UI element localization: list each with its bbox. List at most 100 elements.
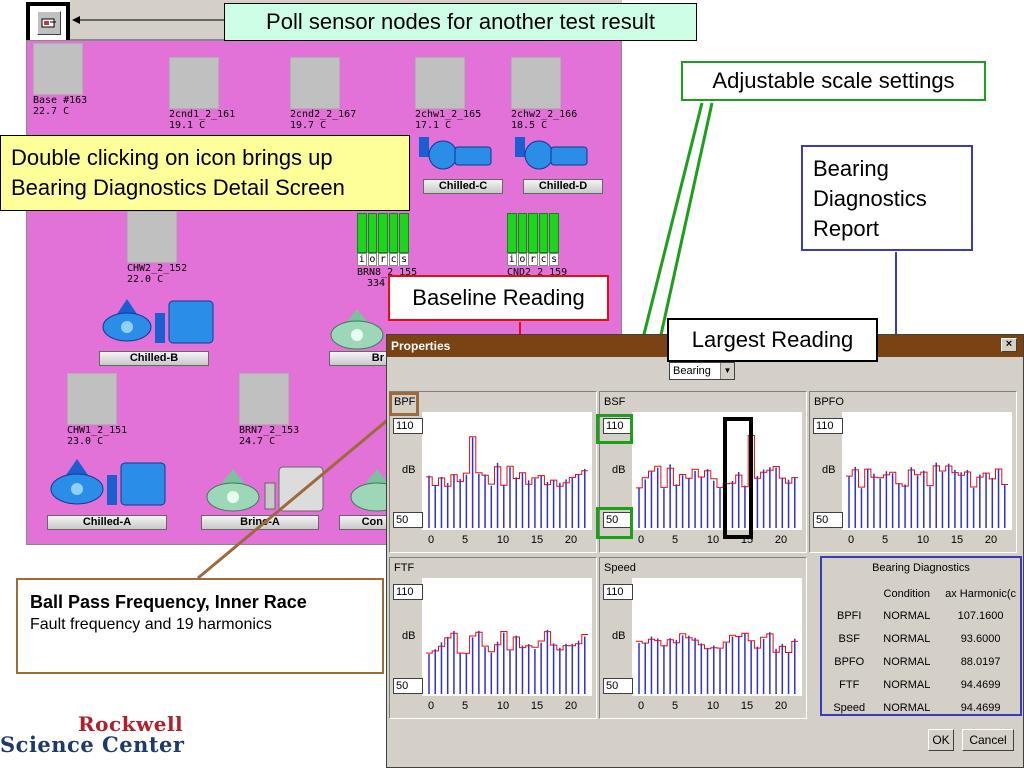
callout-bpfi: Ball Pass Frequency, Inner Race Fault fr… xyxy=(16,578,384,674)
y-min-input[interactable]: 50 xyxy=(393,678,423,694)
chevron-down-icon[interactable]: ▼ xyxy=(720,363,734,379)
callout-baseline: Baseline Reading xyxy=(388,275,609,321)
node-name: 2chw1_2_165 xyxy=(415,109,482,120)
ok-button[interactable]: OK xyxy=(928,729,954,751)
y-axis-label: dB xyxy=(612,464,626,476)
x-tick-label: 10 xyxy=(706,700,720,712)
node-icon[interactable] xyxy=(169,57,219,109)
node-temperature: 22.7 C xyxy=(33,106,70,117)
equipment-label: Chilled-D xyxy=(523,179,603,194)
view-select[interactable]: Bearing ▼ xyxy=(669,362,735,380)
panel-title: BPFO xyxy=(814,396,844,408)
node-icon[interactable] xyxy=(511,57,561,109)
x-tick-label: 20 xyxy=(564,700,578,712)
spectrum-plot xyxy=(842,412,1012,530)
bpfi-highlight xyxy=(389,392,419,416)
sensor-node[interactable]: BRN7_2_153 24.7 C xyxy=(239,373,299,447)
equipment-label: Chilled-C xyxy=(423,179,503,194)
node-name: CHW1_2_151 xyxy=(67,425,128,436)
y-axis-label: dB xyxy=(822,464,836,476)
spectrum-plot xyxy=(632,412,802,530)
node-icon[interactable] xyxy=(290,57,340,109)
report-header: ax Harmonic(c xyxy=(945,588,1017,600)
x-tick-label: 0 xyxy=(637,700,645,712)
y-max-input[interactable]: 110 xyxy=(813,418,843,434)
y-min-input[interactable]: 50 xyxy=(813,512,843,528)
logo-line-1: Rockwell xyxy=(78,712,184,736)
node-temperature: 23.0 C xyxy=(67,436,104,447)
node-temperature: 334 xyxy=(367,278,386,289)
callout-bearing-report: Bearing Diagnostics Report xyxy=(801,145,973,251)
x-tick-label: 20 xyxy=(774,534,788,546)
equipment-label: Chilled-B xyxy=(99,351,209,366)
node-icon[interactable] xyxy=(67,373,117,425)
baseline-trace xyxy=(846,465,1008,488)
node-name: BRN7_2_153 xyxy=(239,425,300,436)
x-tick-label: 15 xyxy=(950,534,964,546)
node-temperature: 19.7 C xyxy=(290,120,327,131)
y-max-input[interactable]: 110 xyxy=(393,584,423,600)
x-tick-label: 20 xyxy=(774,700,788,712)
pump-icon[interactable] xyxy=(45,453,175,515)
x-tick-label: 10 xyxy=(706,534,720,546)
spectrum-plot xyxy=(632,578,802,696)
sensor-node[interactable]: 2chw2_2_166 18.5 C xyxy=(511,57,577,131)
rockwell-logo: Rockwell Science Center xyxy=(0,712,210,760)
pump-icon[interactable] xyxy=(415,133,595,195)
spectrum-chart xyxy=(846,462,1008,528)
x-tick-label: 10 xyxy=(916,534,930,546)
node-name: CND2_2_159 xyxy=(507,267,568,278)
node-name: 2cnd1_2_161 xyxy=(169,109,236,120)
x-tick-label: 5 xyxy=(881,534,889,546)
y-max-input[interactable]: 110 xyxy=(603,418,633,434)
callout-poll: Poll sensor nodes for another test resul… xyxy=(224,3,697,41)
y-min-input[interactable]: 50 xyxy=(393,512,423,528)
poll-icon xyxy=(41,18,56,28)
sensor-bars xyxy=(507,213,559,253)
y-max-input[interactable]: 110 xyxy=(393,418,423,434)
node-name: BRN8_2_155 xyxy=(357,267,418,278)
y-max-input[interactable]: 110 xyxy=(603,584,633,600)
close-button[interactable]: × xyxy=(1001,338,1017,352)
spectrum-panel-speed: Speed 110 50 dB 0 5 10 15 20 xyxy=(599,557,807,719)
node-icon[interactable] xyxy=(415,57,465,109)
y-min-input[interactable]: 50 xyxy=(603,678,633,694)
sensor-node[interactable]: CHW2_2_152 22.0 C xyxy=(127,211,187,285)
sensor-node[interactable]: CHW1_2_151 23.0 C xyxy=(67,373,127,447)
baseline-trace xyxy=(636,632,798,653)
x-tick-label: 0 xyxy=(427,534,435,546)
x-tick-label: 20 xyxy=(564,534,578,546)
sensor-node[interactable]: 2cnd1_2_161 19.1 C xyxy=(169,57,235,131)
panel-title: Speed xyxy=(604,562,636,574)
scale-max-highlight xyxy=(596,414,633,444)
pump-icon[interactable] xyxy=(327,299,397,353)
panel-title: BSF xyxy=(604,396,626,408)
node-icon[interactable] xyxy=(239,373,289,425)
callout-bpfi-subtitle: Fault frequency and 19 harmonics xyxy=(30,616,272,633)
sensor-node[interactable]: Base #163 22.7 C xyxy=(33,43,87,117)
sensor-node[interactable]: 2chw1_2_165 17.1 C xyxy=(415,57,481,131)
x-tick-label: 0 xyxy=(637,534,645,546)
poll-sensor-button[interactable] xyxy=(37,11,61,35)
cancel-button[interactable]: Cancel xyxy=(962,729,1014,751)
poll-button-frame xyxy=(26,2,70,44)
baseline-trace xyxy=(636,435,798,489)
node-icon[interactable] xyxy=(33,43,83,95)
pump-icon[interactable] xyxy=(97,293,227,353)
bearing-diagnostics-report: Bearing Diagnostics Condition ax Harmoni… xyxy=(820,556,1022,716)
spectrum-chart xyxy=(426,629,588,694)
node-icon[interactable] xyxy=(127,211,177,263)
node-temperature: 17.1 C xyxy=(415,120,452,131)
sensor-node[interactable]: 2cnd2_2_167 19.7 C xyxy=(290,57,356,131)
node-temperature: 19.1 C xyxy=(169,120,206,131)
